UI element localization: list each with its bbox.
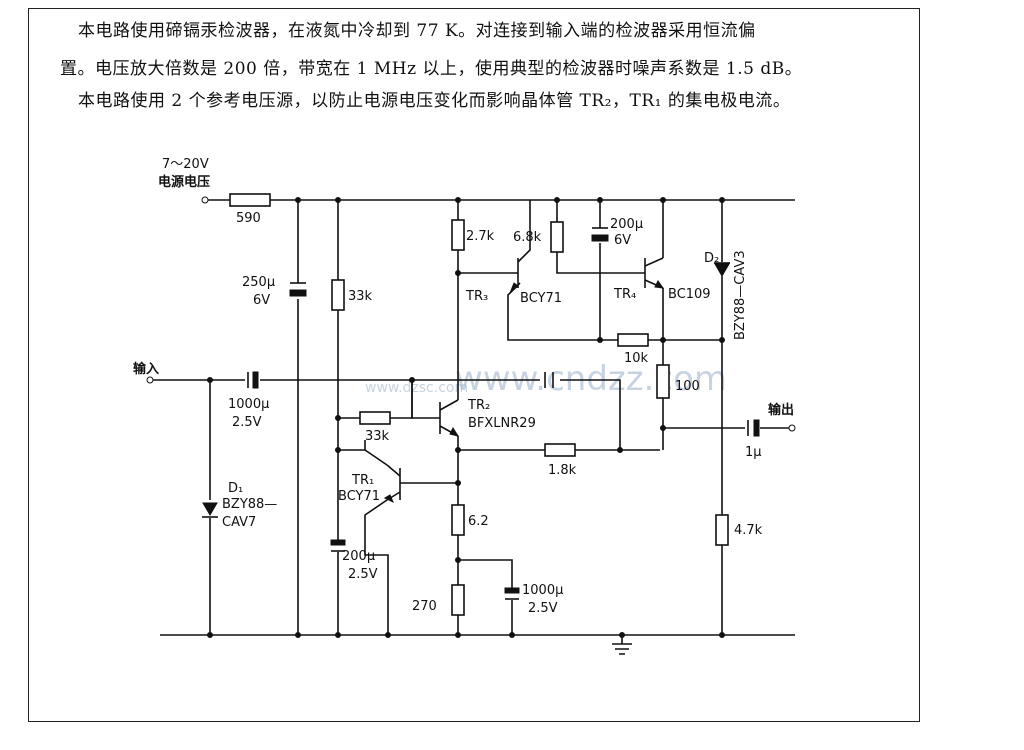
output-terminal [788, 424, 796, 432]
feedback-line [412, 379, 621, 450]
tr2-legs [439, 399, 459, 437]
cap-250u-plate2 [289, 289, 307, 297]
wire-tr4 [662, 200, 790, 450]
ground-icon [612, 635, 632, 655]
cap-1000u-e-plate1 [504, 587, 520, 594]
label-c-200u-top-v: 6V [614, 233, 631, 248]
input-line [150, 379, 440, 419]
tr2-arrow-icon [449, 426, 460, 437]
description-line-3: 本电路使用 2 个参考电压源，以防止电源电压变化而影响晶体管 TR₂，TR₁ 的… [78, 91, 791, 111]
label-tr4: TR₄ [613, 287, 636, 302]
label-tr2: TR₂ [467, 398, 490, 413]
label-input: 输入 [133, 361, 159, 377]
resistor-6-2 [451, 504, 465, 536]
label-d2-part: BZY88—CAV3 [733, 250, 748, 340]
label-r-33k-bias: 33k [365, 429, 390, 444]
label-r-270: 270 [412, 599, 437, 614]
label-c-1u: 1μ [745, 445, 762, 460]
resistor-590 [229, 193, 271, 207]
cap-1u-plate2 [753, 419, 760, 437]
label-tr1-part: BCY71 [338, 489, 380, 504]
zener-d2-icon [714, 263, 730, 277]
resistor-33k-bias [359, 411, 391, 425]
label-r-2-7k: 2.7k [466, 229, 495, 244]
description-line-2: 置。电压放大倍数是 200 倍，带宽在 1 MHz 以上，使用典型的检波器时噪声… [60, 59, 803, 79]
tr1-arrow-icon [383, 494, 394, 504]
label-c-1000u-e: 1000μ [522, 583, 563, 598]
wire-tr3-collector [517, 200, 531, 263]
resistor-6-8k [550, 221, 564, 253]
label-c-1000u-in: 1000μ [228, 397, 269, 412]
label-supply-name: 电源电压 [158, 174, 210, 190]
label-r-10k: 10k [624, 351, 649, 366]
junction-dots [207, 197, 725, 638]
label-tr4-part: BC109 [668, 287, 711, 302]
label-output: 输出 [768, 402, 794, 418]
label-d1-part1: BZY88— [222, 497, 277, 512]
label-c-200u-top: 200μ [610, 217, 643, 232]
label-supply-voltage: 7～20V [162, 157, 209, 172]
label-tr3: TR₃ [465, 289, 488, 304]
tr4-arrow-icon [654, 280, 665, 289]
resistor-1-8k [544, 443, 576, 457]
diagram-frame [28, 8, 920, 722]
wire-6-8k [556, 200, 645, 274]
cap-200u-top-plate2 [591, 234, 609, 242]
label-c-200u-low-v: 2.5V [348, 567, 378, 582]
zener-d1-icon [202, 502, 218, 516]
tr3-arrow-icon [509, 282, 519, 294]
resistor-33k-top [331, 279, 345, 311]
label-c-200u-low: 200μ [342, 549, 375, 564]
wire-tr1-emitter [364, 540, 389, 635]
label-tr3-part: BCY71 [520, 291, 562, 306]
cap-1000u-in-plate2 [252, 371, 259, 389]
label-c-250u: 250μ [242, 275, 275, 290]
description-line-1: 本电路使用碲镉汞检波器，在液氮中冷却到 77 K。对连接到输入端的检波器采用恒流… [78, 21, 756, 41]
resistor-10k [617, 333, 649, 347]
label-r-100: 100 [675, 379, 700, 394]
label-c-250u-v: 6V [253, 293, 270, 308]
label-d2: D₂ [704, 251, 719, 266]
label-r-6-2: 6.2 [468, 514, 489, 529]
input-terminal [146, 376, 154, 384]
label-r-33k-top: 33k [348, 289, 373, 304]
label-d1-part2: CAV7 [222, 515, 256, 530]
cap-200u-low-plate1 [330, 539, 346, 546]
label-tr1: TR₁ [351, 473, 374, 488]
label-c-1000u-in-v: 2.5V [232, 415, 262, 430]
watermark-small: www.dzsc.com [365, 380, 468, 396]
supply-terminal [201, 196, 209, 204]
wire-1000u-e [458, 559, 513, 635]
label-r-590: 590 [236, 211, 261, 226]
label-tr2-part: BFXLNR29 [468, 416, 536, 431]
label-r-6-8k: 6.8k [513, 230, 542, 245]
label-d1: D₁ [228, 481, 243, 496]
label-c-1000u-e-v: 2.5V [528, 601, 558, 616]
label-r-1-8k: 1.8k [548, 463, 577, 478]
resistor-100 [656, 364, 670, 399]
resistor-4-7k [715, 514, 729, 546]
label-r-4-7k: 4.7k [734, 523, 763, 538]
watermark-large: www.cndzz.com [455, 359, 727, 399]
resistor-2-7k [451, 219, 465, 251]
cap-feedback [544, 372, 554, 388]
tr1-legs [386, 464, 401, 501]
resistor-270 [451, 584, 465, 616]
